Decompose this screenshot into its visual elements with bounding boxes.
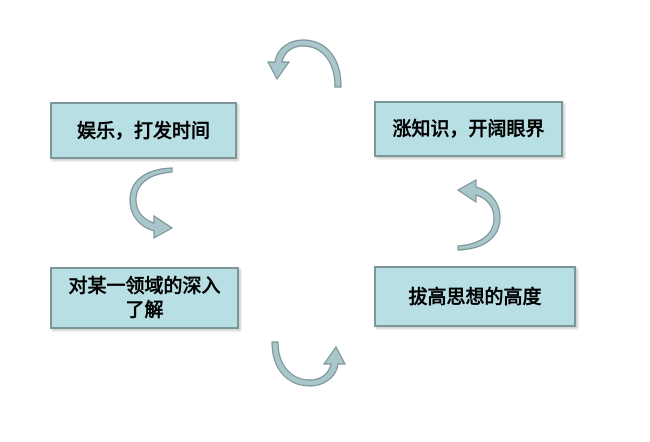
node-entertainment: 娱乐，打发时间 — [50, 102, 237, 159]
node-label: 对某一领域的深入了解 — [68, 275, 221, 321]
curved-arrow-icon — [267, 39, 342, 88]
curved-arrow-icon — [129, 167, 174, 240]
curved-arrow-icon — [456, 178, 501, 251]
node-label: 娱乐，打发时间 — [76, 119, 210, 142]
node-gain-knowledge: 涨知识，开阔眼界 — [374, 101, 563, 157]
curved-arrow-icon — [271, 341, 346, 387]
node-elevate-thinking: 拔高思想的高度 — [374, 266, 576, 327]
node-deep-understanding: 对某一领域的深入了解 — [50, 267, 239, 329]
node-label: 涨知识，开阔眼界 — [392, 118, 545, 140]
node-label: 拔高思想的高度 — [408, 285, 542, 308]
